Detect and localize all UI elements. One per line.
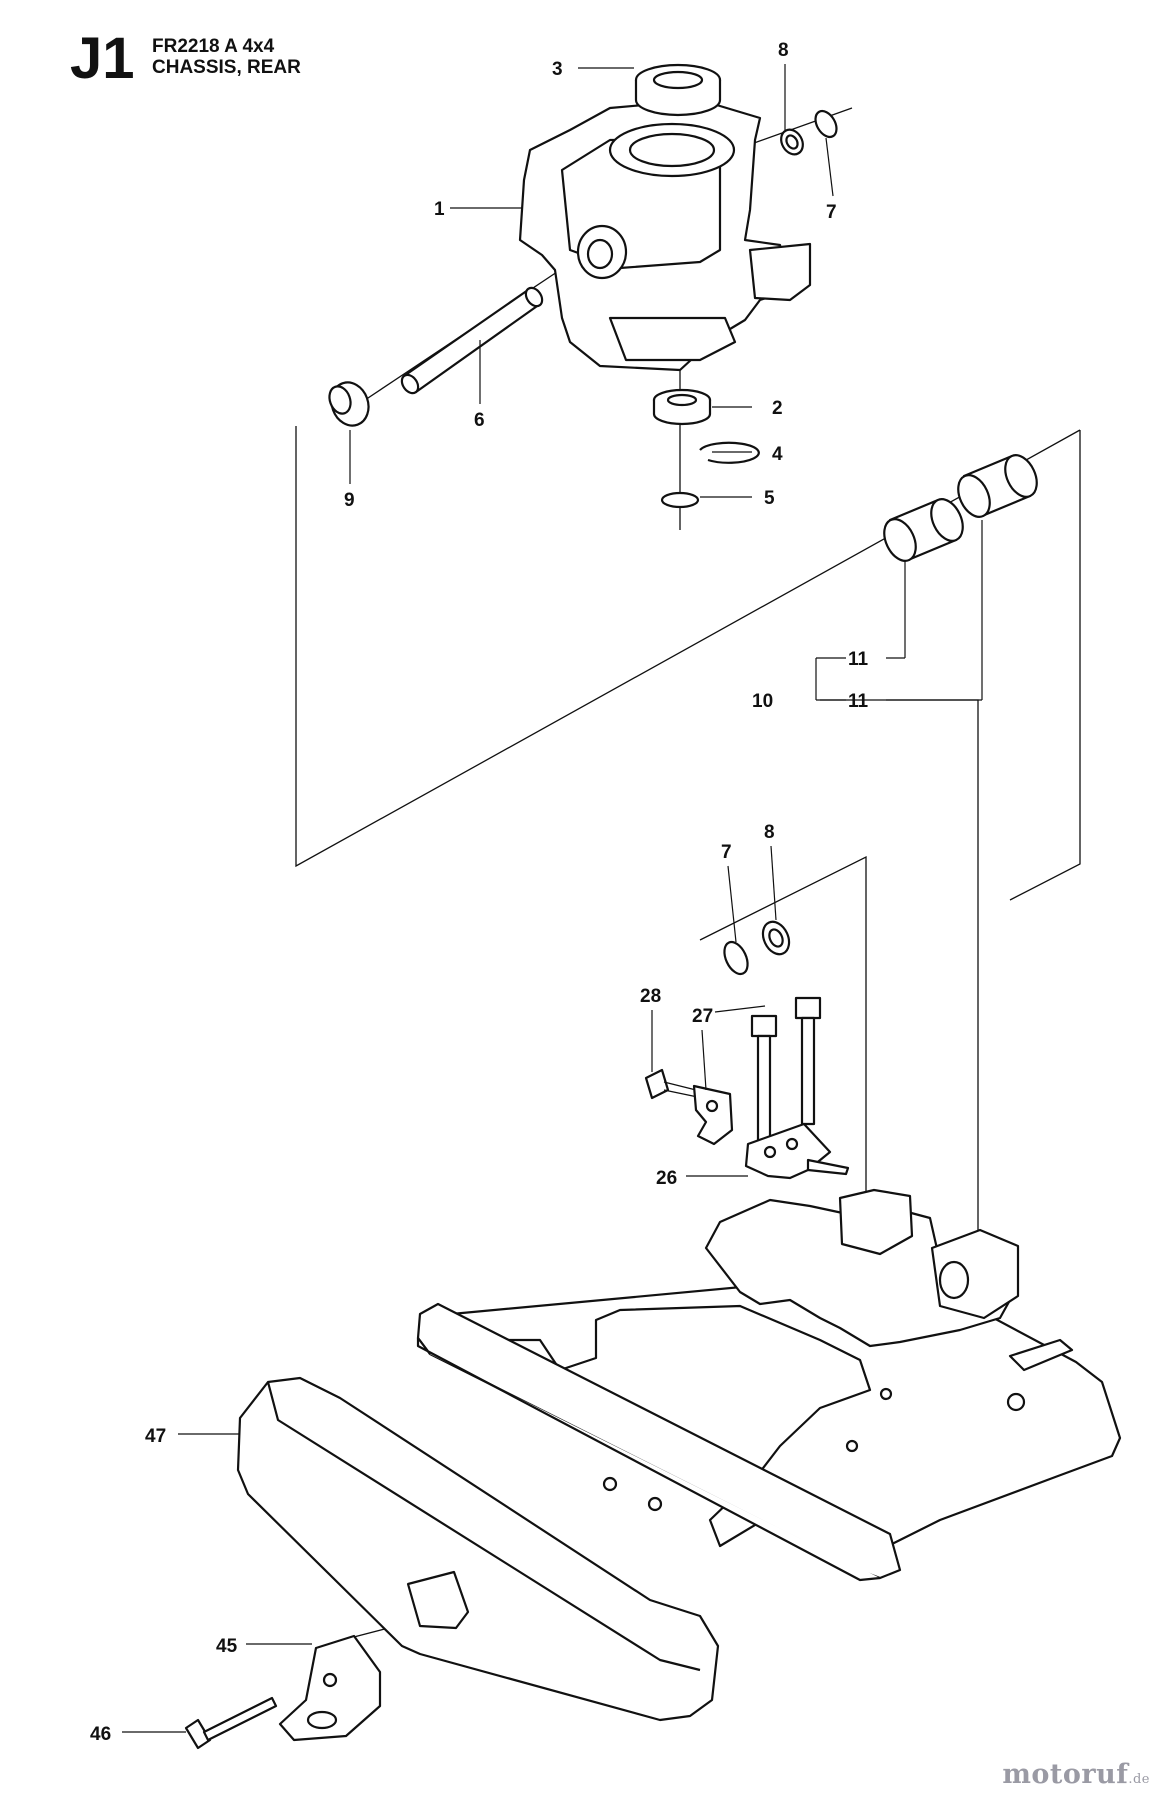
callout-1: 1 bbox=[434, 199, 445, 220]
section-name: CHASSIS, REAR bbox=[152, 57, 301, 79]
callout-11: 11 bbox=[848, 649, 869, 670]
callout-47: 47 bbox=[145, 1426, 166, 1447]
pivot-pin-part bbox=[400, 286, 544, 395]
callout-11: 11 bbox=[848, 691, 869, 712]
bumper-beam bbox=[416, 1302, 902, 1582]
callouts: 3 8 1 7 6 2 9 4 5 11 10 11 7 8 28 27 26 … bbox=[90, 40, 869, 1745]
callout-6: 6 bbox=[474, 410, 485, 431]
spacer-tube-part-b bbox=[957, 454, 1038, 518]
callout-46: 46 bbox=[90, 1724, 111, 1745]
diagram-code: J1 bbox=[70, 26, 135, 91]
callout-45: 45 bbox=[216, 1636, 238, 1657]
seal-part bbox=[634, 63, 722, 117]
model-name: FR2218 A 4x4 bbox=[152, 36, 275, 57]
spacer-tube-part-a bbox=[883, 498, 964, 562]
washer-part-top bbox=[780, 128, 804, 156]
leader-lines bbox=[122, 64, 983, 1733]
bracket-part-26 bbox=[744, 1122, 850, 1180]
callout-3: 3 bbox=[552, 59, 563, 80]
bushing-part bbox=[328, 381, 370, 427]
long-bolts-part bbox=[750, 996, 822, 1144]
front-bumper-part bbox=[236, 1376, 720, 1722]
pivot-housing-part bbox=[518, 98, 812, 372]
circlip-part-top bbox=[814, 109, 838, 139]
ring-part bbox=[660, 491, 700, 509]
callout-7: 7 bbox=[826, 202, 837, 223]
clip-part-27 bbox=[692, 1084, 734, 1146]
callout-26: 26 bbox=[656, 1168, 677, 1189]
rear-chassis-frame bbox=[428, 1188, 1122, 1562]
callout-27: 27 bbox=[692, 1006, 713, 1027]
callout-4: 4 bbox=[772, 444, 783, 465]
washer-part-lower bbox=[761, 920, 791, 956]
callout-2: 2 bbox=[772, 398, 783, 419]
circlip-part-lower bbox=[723, 940, 749, 976]
bolt-part-46 bbox=[184, 1696, 278, 1750]
bearing-part bbox=[652, 388, 712, 426]
callout-28: 28 bbox=[640, 986, 661, 1007]
callout-8: 8 bbox=[764, 822, 775, 843]
circlip-part bbox=[699, 441, 760, 464]
brand-watermark: motoruf.de bbox=[1002, 1759, 1150, 1790]
callout-8: 8 bbox=[778, 40, 789, 61]
diagram-title: FR2218 A 4x4 CHASSIS, REAR bbox=[152, 36, 301, 79]
tow-bracket-part bbox=[278, 1634, 382, 1742]
callout-7: 7 bbox=[721, 842, 732, 863]
callout-5: 5 bbox=[764, 488, 775, 509]
callout-10: 10 bbox=[752, 691, 773, 712]
callout-9: 9 bbox=[344, 490, 355, 511]
